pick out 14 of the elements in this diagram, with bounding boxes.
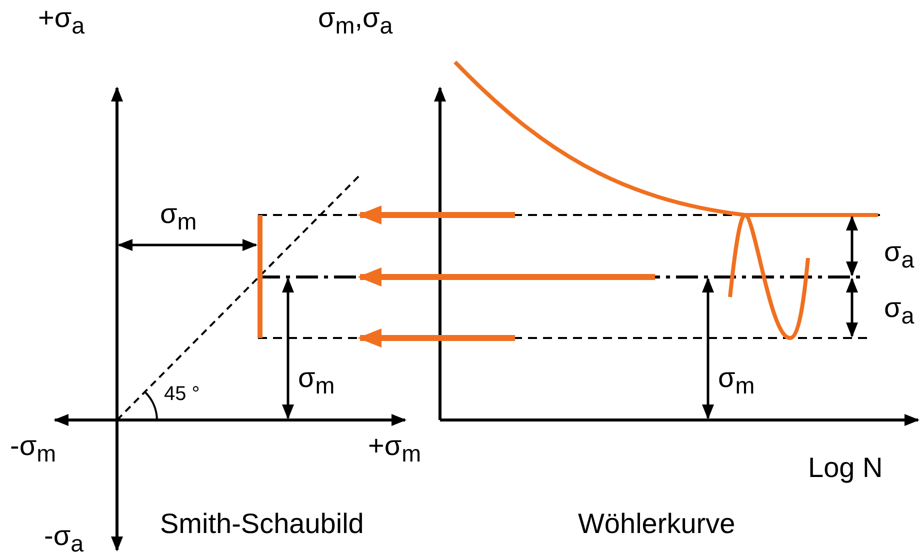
axis-label: σ$_{m}$,σ$_{a}$ [318, 2, 393, 41]
axis-label: +σ$_{m}$ [368, 430, 422, 469]
diagram-caption: Wöhlerkurve [578, 508, 736, 540]
angle-label: 45 ° [164, 382, 200, 406]
dimension-label: σ$_{m}$ [160, 198, 197, 237]
axis-label: -σ$_{a}$ [44, 520, 84, 556]
dimension-label: σ$_{a}$ [884, 292, 914, 331]
dimension-label: σ$_{m}$ [718, 362, 755, 401]
dimension-label: σ$_{a}$ [884, 236, 914, 275]
diagram-caption: Smith-Schaubild [160, 508, 364, 540]
axis-label: Log N [808, 452, 883, 484]
dimension-label: σ$_{m}$ [298, 362, 335, 401]
axis-label: -σ$_{m}$ [10, 430, 56, 469]
axis-label: +σ$_{a}$ [38, 2, 85, 41]
